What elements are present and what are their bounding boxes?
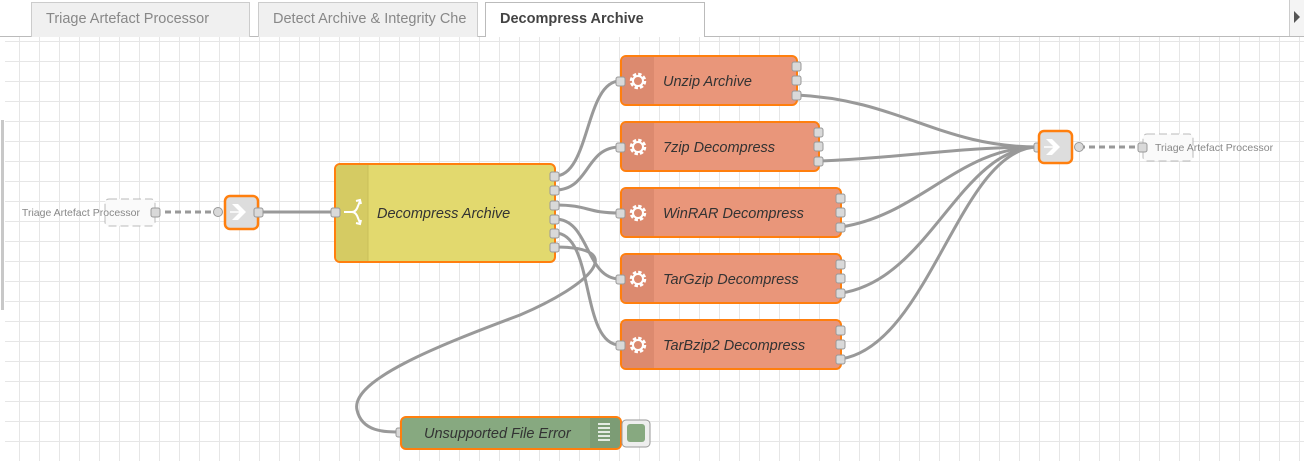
switch-output-port-2[interactable]	[549, 185, 560, 196]
function-node-label: WinRAR Decompress	[663, 206, 804, 222]
function-output-port-3[interactable]	[791, 90, 802, 101]
function-output-port-1[interactable]	[813, 127, 824, 138]
function-node-label: 7zip Decompress	[663, 140, 775, 156]
gear-icon	[629, 270, 647, 288]
function-input-port[interactable]	[615, 142, 626, 153]
switch-icon	[344, 198, 362, 226]
function-output-port-1[interactable]	[835, 193, 846, 204]
function-node-tarbzip2[interactable]: TarBzip2 Decompress	[615, 319, 846, 370]
link-in-output-port[interactable]	[150, 207, 161, 218]
link-in-node-output-port[interactable]	[253, 207, 264, 218]
switch-input-port[interactable]	[330, 207, 341, 218]
gear-icon	[629, 204, 647, 222]
function-output-port-3[interactable]	[813, 156, 824, 167]
function-output-port-2[interactable]	[835, 207, 846, 218]
debug-node-label: Unsupported File Error	[424, 426, 572, 442]
function-input-port[interactable]	[615, 340, 626, 351]
gear-icon	[629, 336, 647, 354]
link-out-icon	[1044, 139, 1060, 155]
wire-switch-to-targzip	[554, 217, 621, 281]
wire-unzip-to-link-out	[796, 93, 1039, 149]
function-node-7zip[interactable]: 7zip Decompress	[615, 121, 824, 172]
wire-switch-to-tarbzip2	[554, 231, 621, 347]
tab-triage-artefact-processor[interactable]: Triage Artefact Processor	[31, 2, 250, 37]
function-output-port-2[interactable]	[813, 141, 824, 152]
link-in-icon	[230, 204, 246, 220]
switch-output-port-6[interactable]	[549, 242, 560, 253]
wire-tarbzip2-to-link-out	[840, 145, 1039, 361]
function-input-port[interactable]	[615, 274, 626, 285]
function-output-port-2[interactable]	[835, 339, 846, 350]
function-output-port-2[interactable]	[791, 75, 802, 86]
switch-output-port-5[interactable]	[549, 228, 560, 239]
wire-switch-to-debug	[355, 245, 597, 434]
link-out-node[interactable]	[1033, 129, 1084, 165]
workspace-tab-bar: Triage Artefact Processor Detect Archive…	[0, 0, 1304, 38]
function-output-port-2[interactable]	[835, 273, 846, 284]
link-out-virtual-node[interactable]: Triage Artefact Processor	[1137, 133, 1274, 162]
function-node-targzip[interactable]: TarGzip Decompress	[615, 253, 846, 304]
function-input-port[interactable]	[615, 208, 626, 219]
function-node-label: Unzip Archive	[663, 74, 752, 90]
function-node-label: TarBzip2 Decompress	[663, 338, 805, 354]
function-node-label: TarGzip Decompress	[663, 272, 799, 288]
function-output-port-3[interactable]	[835, 288, 846, 299]
debug-node[interactable]: Unsupported File Error	[395, 416, 651, 450]
gear-icon	[629, 72, 647, 90]
wire-switch-to-winrar	[554, 203, 621, 215]
link-out-node-output-port[interactable]	[1074, 142, 1084, 152]
wire-switch-to-7zip	[554, 145, 621, 192]
function-node-winrar[interactable]: WinRAR Decompress	[615, 187, 846, 238]
link-out-label: Triage Artefact Processor	[1155, 142, 1274, 154]
wire-winrar-to-link-out	[840, 145, 1039, 229]
wire-targzip-to-link-out	[840, 145, 1039, 295]
wire-7zip-to-link-out	[818, 145, 1039, 163]
link-in-virtual-node[interactable]: Triage Artefact Processor	[22, 198, 161, 227]
switch-output-port-1[interactable]	[549, 171, 560, 182]
link-in-node[interactable]	[213, 194, 264, 231]
switch-node[interactable]: Decompress Archive	[330, 163, 560, 263]
vertical-scrollbar[interactable]	[1, 120, 4, 310]
switch-node-label: Decompress Archive	[377, 206, 510, 222]
flow-canvas[interactable]	[5, 37, 1304, 461]
tab-scroll-right-button[interactable]	[1289, 0, 1304, 36]
function-output-port-1[interactable]	[791, 61, 802, 72]
switch-output-port-3[interactable]	[549, 200, 560, 211]
wire-switch-to-unzip	[554, 79, 621, 178]
link-in-node-input-port[interactable]	[213, 207, 223, 217]
function-output-port-3[interactable]	[835, 222, 846, 233]
tab-decompress-archive[interactable]: Decompress Archive	[485, 2, 705, 38]
gear-icon	[629, 138, 647, 156]
link-in-label: Triage Artefact Processor	[22, 207, 141, 219]
debug-toggle-icon[interactable]	[621, 419, 651, 448]
switch-output-port-4[interactable]	[549, 214, 560, 225]
function-output-port-3[interactable]	[835, 354, 846, 365]
function-output-port-1[interactable]	[835, 259, 846, 270]
link-out-virtual-input-port[interactable]	[1137, 142, 1148, 153]
function-input-port[interactable]	[615, 76, 626, 87]
wires	[165, 79, 1136, 434]
debug-list-icon	[598, 423, 610, 441]
function-output-port-1[interactable]	[835, 325, 846, 336]
function-node-unzip[interactable]: Unzip Archive	[615, 55, 802, 106]
tab-detect-archive-integrity[interactable]: Detect Archive & Integrity Che	[258, 2, 478, 37]
